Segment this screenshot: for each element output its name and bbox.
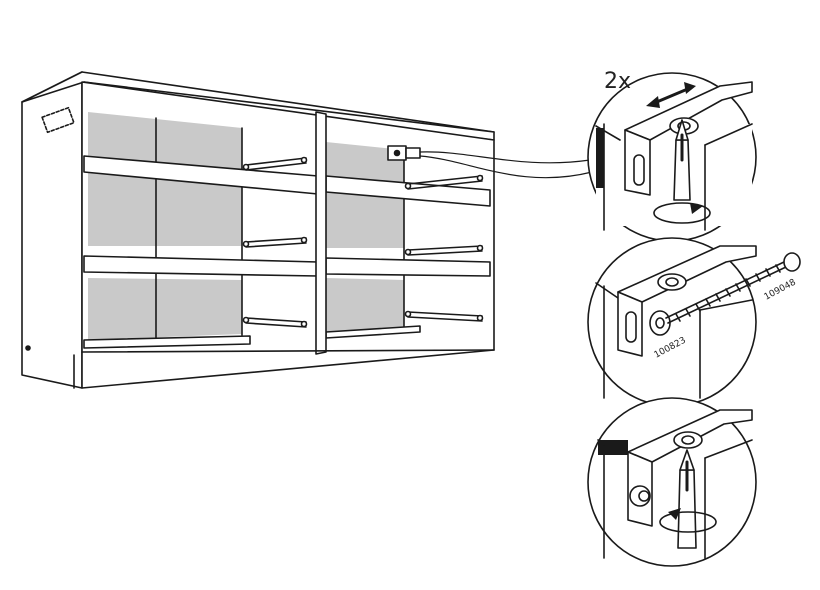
drawer-runner <box>404 174 484 190</box>
label-sticker-icon <box>41 106 75 134</box>
center-divider <box>315 111 327 355</box>
wall-bracket-small <box>387 145 421 161</box>
compartment-back-right-low <box>326 278 404 332</box>
shelf-rail <box>325 257 491 277</box>
rotate-arrow-icon <box>659 511 717 533</box>
drawer-runner <box>404 310 484 322</box>
detail-circle-2 <box>587 237 801 407</box>
drawer-runner <box>242 236 308 248</box>
rotate-arrow-icon <box>653 202 711 224</box>
side-hole <box>25 345 31 351</box>
detail-circle-3 <box>587 397 757 567</box>
callout-line <box>419 151 591 164</box>
shelf-rail <box>83 335 251 349</box>
compartment-back-left-mid <box>88 180 242 246</box>
detail-circle-1 <box>587 72 757 242</box>
screw-icon <box>665 252 801 324</box>
callout-line <box>419 155 593 179</box>
cabinet-illustration <box>21 71 593 389</box>
drawer-runner <box>404 244 484 256</box>
double-arrow-icon <box>646 82 696 108</box>
plinth-line <box>81 349 495 353</box>
drawer-runner <box>242 316 308 328</box>
drawer-runner <box>242 156 308 171</box>
screw-part-number: 109048 <box>763 278 798 303</box>
quantity-label: 2x <box>604 69 631 94</box>
compartment-back-left-low <box>88 278 242 340</box>
